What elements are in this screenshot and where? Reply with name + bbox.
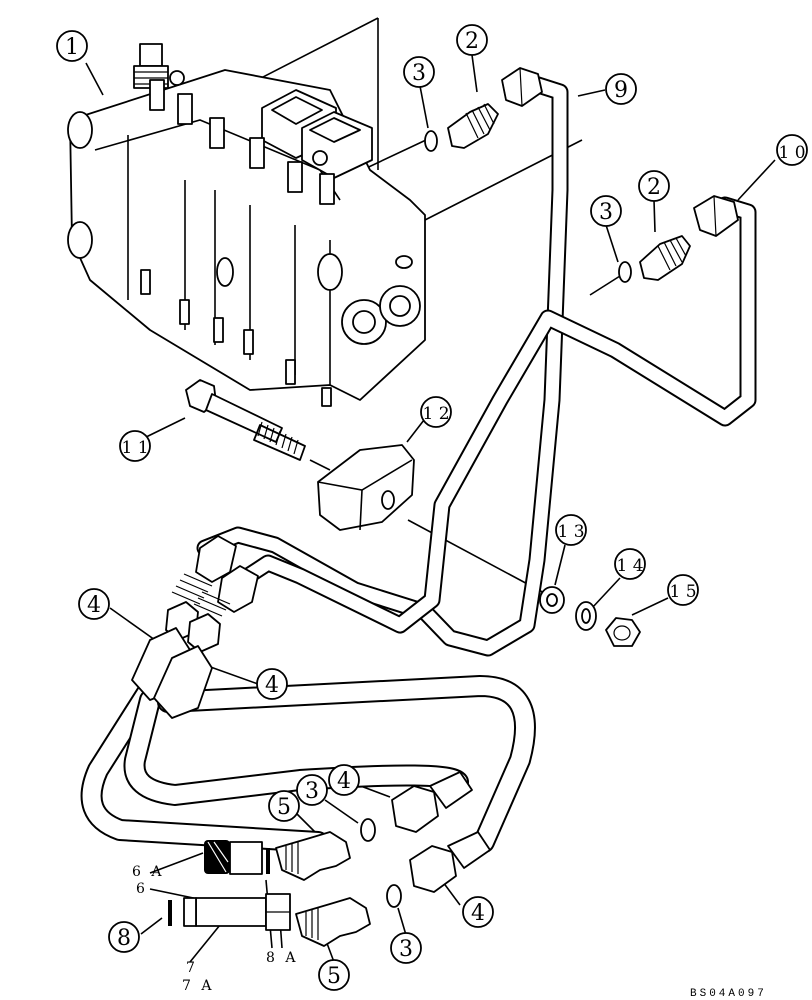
callouts: 1 2 2 3 3 3 3 4 4 4 4 5 5 8 9 1 0 1 1 1 … [56, 24, 808, 991]
callout-3-c: 3 [296, 774, 328, 806]
callout-3-a-label: 3 [412, 61, 426, 86]
callout-2-b-label: 2 [647, 175, 661, 200]
hydraulic-hoses [80, 675, 536, 853]
callout-3-d: 3 [390, 932, 422, 964]
callout-2-b: 2 [638, 170, 670, 202]
figure-code: BS04A097 [690, 988, 767, 1000]
label-8a: 8 A [266, 950, 298, 966]
callout-1-label: 1 [65, 35, 79, 60]
callout-4-d-label: 4 [471, 901, 485, 926]
callout-3-b-label: 3 [599, 200, 613, 225]
callout-8: 8 [108, 921, 140, 953]
callout-13-label: 1 3 [557, 522, 584, 542]
callout-13: 1 3 [555, 514, 587, 546]
o-rings-lower [360, 818, 402, 908]
callout-12-label: 1 2 [422, 404, 449, 424]
callout-15: 1 5 [667, 574, 699, 606]
quick-couplers [168, 840, 291, 931]
callout-5-a-label: 5 [277, 795, 291, 820]
callout-4-d: 4 [462, 896, 494, 928]
elbow-fittings [275, 831, 371, 947]
callout-9-label: 9 [614, 78, 628, 103]
hose-end-fittings-lower [391, 771, 491, 893]
callout-1: 1 [56, 30, 88, 62]
callout-5-b-label: 5 [327, 964, 341, 989]
callout-9: 9 [605, 73, 637, 105]
control-valve-assembly [67, 43, 426, 407]
callout-10-label: 1 0 [778, 143, 805, 163]
callout-3-d-label: 3 [399, 937, 413, 962]
mounting-bolt [185, 379, 306, 461]
spool-ends-top [149, 70, 335, 205]
callout-4-c: 4 [328, 764, 360, 796]
callout-2-a: 2 [456, 24, 488, 56]
text-labels: 6 A 6 7 7 A 8 A [132, 864, 298, 994]
callout-4-a-label: 4 [87, 593, 101, 618]
tube-end-fittings [131, 535, 259, 719]
callout-5-b: 5 [318, 959, 350, 991]
washer-nut-stack [539, 586, 641, 647]
callout-10: 1 0 [776, 134, 808, 166]
callout-8-label: 8 [117, 926, 131, 951]
label-7: 7 [186, 960, 198, 976]
steel-tube-lines [196, 75, 757, 657]
callout-4-b-label: 4 [265, 673, 279, 698]
callout-11-label: 1 1 [121, 438, 148, 458]
label-6a: 6 A [132, 864, 164, 880]
callout-11: 1 1 [119, 430, 151, 462]
spool-ends-bottom [140, 269, 332, 407]
mounting-block [317, 444, 415, 531]
callout-2-a-label: 2 [465, 29, 479, 54]
label-6: 6 [136, 881, 148, 897]
callout-4-a: 4 [78, 588, 110, 620]
callout-14: 1 4 [614, 548, 646, 580]
callout-3-a: 3 [403, 56, 435, 88]
label-7a: 7 A [182, 978, 214, 994]
o-ring-fitting-group-top [424, 67, 739, 283]
callout-4-b: 4 [256, 668, 288, 700]
callout-4-c-label: 4 [337, 769, 351, 794]
callout-14-label: 1 4 [616, 556, 643, 576]
callout-15-label: 1 5 [669, 582, 696, 602]
callout-3-c-label: 3 [305, 779, 319, 804]
callout-3-b: 3 [590, 195, 622, 227]
callout-5-a: 5 [268, 790, 300, 822]
callout-12: 1 2 [420, 396, 452, 428]
